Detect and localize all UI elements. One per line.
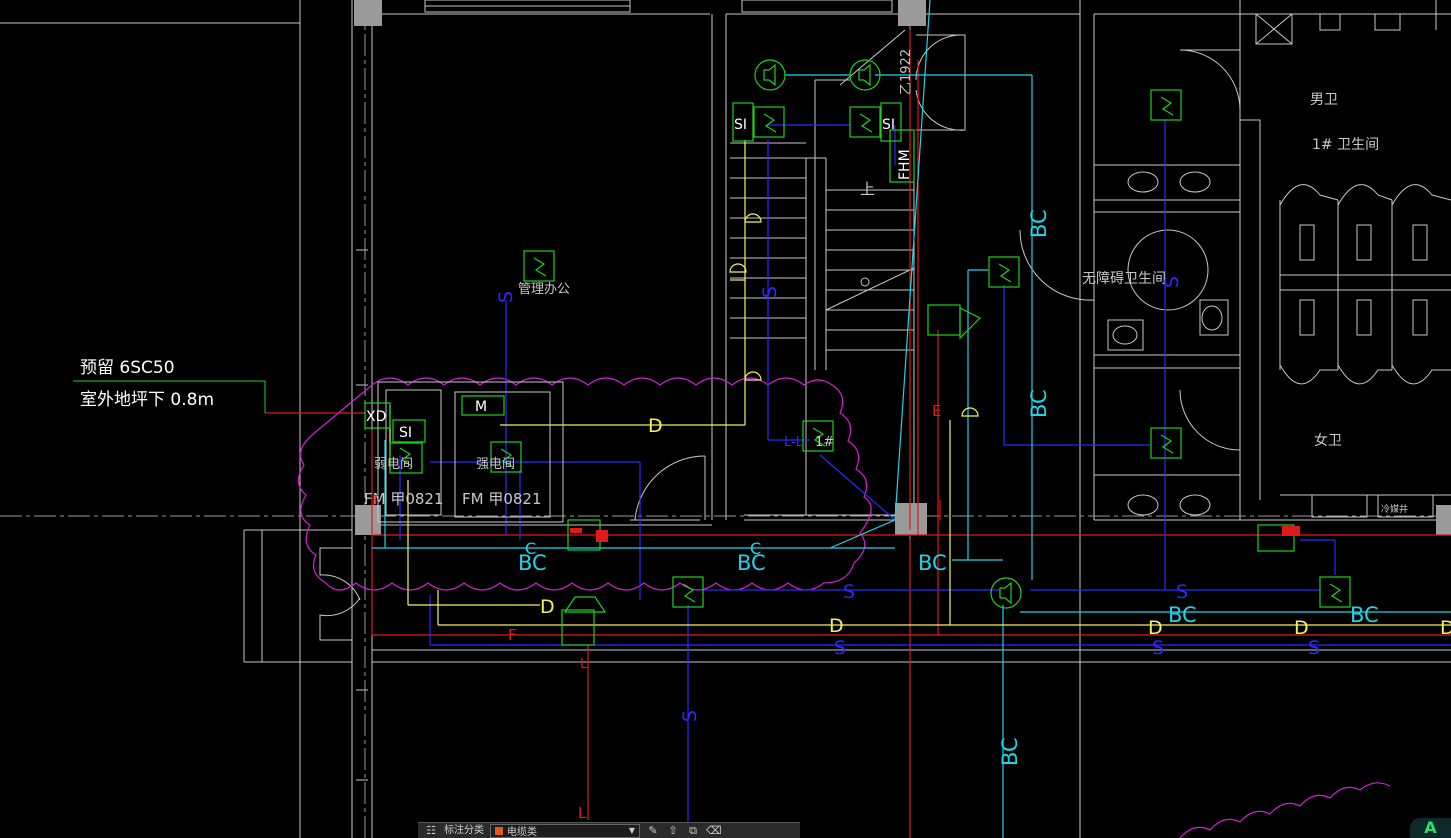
detector-icon (1150, 89, 1182, 121)
room-male-toilet: 男卫 (1310, 92, 1338, 108)
speaker-icon (849, 59, 881, 91)
cable-label-d: D (648, 415, 663, 437)
speaker-icon (754, 59, 786, 91)
door-tag-fm-weak: FM 甲0821 (364, 490, 444, 508)
note-reserve: 预留 6SC50 (80, 358, 175, 378)
broadcast-lines-cyan (372, 0, 1451, 838)
detector-icon (802, 420, 834, 452)
detector-icon (849, 106, 881, 138)
trash-icon[interactable]: ⌫ (706, 823, 722, 837)
upload-icon[interactable]: ⇧ (668, 823, 678, 837)
app-badge[interactable]: A (1410, 818, 1451, 838)
revision-cloud (297, 377, 872, 591)
cable-label-d: D (829, 615, 844, 637)
speaker-icon (990, 577, 1022, 609)
cable-label-s: S (1161, 276, 1183, 288)
cable-label-f: F (372, 494, 379, 509)
cable-label-ll: L-L (784, 435, 804, 450)
detector-icon (672, 576, 704, 608)
revision-cloud-bottom-right (1179, 782, 1391, 838)
note-depth: 室外地坪下 0.8m (80, 390, 214, 410)
detector-icon (988, 256, 1020, 288)
cable-label-bc: BC (1350, 603, 1379, 627)
edit-icon[interactable]: ✎ (648, 823, 658, 837)
cable-label-bc: BC (918, 551, 947, 575)
bottom-toolbar: ☷ 标注分类 电缆类 ▼ ✎ ⇧ ⧉ ⌫ (418, 822, 800, 838)
detector-icon (1319, 576, 1351, 608)
signal-lines-blue (399, 120, 1451, 838)
stair-up-arrow: 上 (860, 180, 875, 198)
cable-label-bc: BC (1168, 603, 1197, 627)
device-si-stair-left: SI (734, 117, 747, 133)
toolbar-label: 标注分类 (444, 824, 484, 836)
layer-dropdown[interactable]: 电缆类 ▼ (490, 823, 640, 838)
cable-label-f: F (508, 626, 517, 644)
cable-label-d: D (1148, 617, 1163, 639)
cable-label-d: D (1294, 617, 1309, 639)
annotation-leader (73, 380, 266, 413)
cable-label-bc: BC (518, 551, 547, 575)
copy-icon[interactable]: ⧉ (689, 823, 697, 837)
data-outlet-symbols (729, 213, 979, 417)
door-tag-fhm: FHM (897, 149, 913, 180)
label-right-small: 冷媒井 (1381, 503, 1408, 515)
detector-icon (523, 250, 555, 282)
stair-mark: 1# (815, 435, 834, 450)
layers-icon[interactable]: ☷ (426, 823, 436, 837)
room-mgmt-office: 管理办公 (518, 282, 570, 297)
structural-columns (354, 0, 1451, 535)
cable-label-bc: BC (737, 551, 766, 575)
room-accessible-toilet: 无障碍卫生间 (1082, 271, 1166, 287)
cable-label-l: L (578, 804, 587, 822)
device-si-stair-right: SI (882, 117, 895, 133)
cable-label-d: D (1440, 617, 1451, 639)
cable-label-l: L (580, 657, 588, 672)
cable-label-s: S (679, 710, 701, 722)
cable-label-s: S (1308, 637, 1320, 659)
cable-label-s: S (759, 286, 781, 298)
layer-name: 电缆类 (507, 827, 537, 838)
device-m: M (475, 399, 487, 415)
devices-green (364, 59, 1351, 646)
room-weak-electric: 弱电间 (374, 457, 413, 472)
cable-label-s: S (1152, 637, 1164, 659)
cable-label-e: E (932, 402, 941, 420)
stair-cross-icon (860, 277, 870, 287)
cable-label-s: S (1176, 581, 1188, 603)
cable-label-bc: BC (1027, 389, 1051, 418)
cable-label-d: D (540, 596, 555, 618)
cable-label-bc: BC (998, 737, 1022, 766)
alarm-markers (570, 526, 1300, 542)
cable-label-s: S (834, 637, 846, 659)
data-lines-yellow (389, 140, 1451, 626)
layer-color-swatch (495, 826, 503, 835)
device-si-weak: SI (399, 425, 412, 441)
cable-label-s: S (495, 291, 517, 303)
room-female-toilet: 女卫 (1314, 432, 1342, 449)
fire-alarm-lines (265, 30, 1451, 838)
detector-icon (490, 441, 522, 473)
cable-label-c: C (525, 539, 536, 558)
cable-label-c: C (750, 539, 761, 558)
detector-icon (1150, 427, 1182, 459)
room-toilet-1: 1# 卫生间 (1312, 137, 1379, 153)
door-tag-fm-strong: FM 甲0821 (462, 490, 542, 508)
chevron-down-icon: ▼ (628, 826, 635, 835)
device-xd: XD (366, 409, 386, 425)
equipment-outlines (377, 381, 564, 523)
detector-icon (753, 106, 785, 138)
cable-label-s: S (843, 581, 855, 603)
cable-label-bc: BC (1027, 209, 1051, 238)
door-tag-fhm-number: 乙1922 (899, 49, 914, 95)
room-strong-electric: 强电间 (476, 457, 515, 472)
